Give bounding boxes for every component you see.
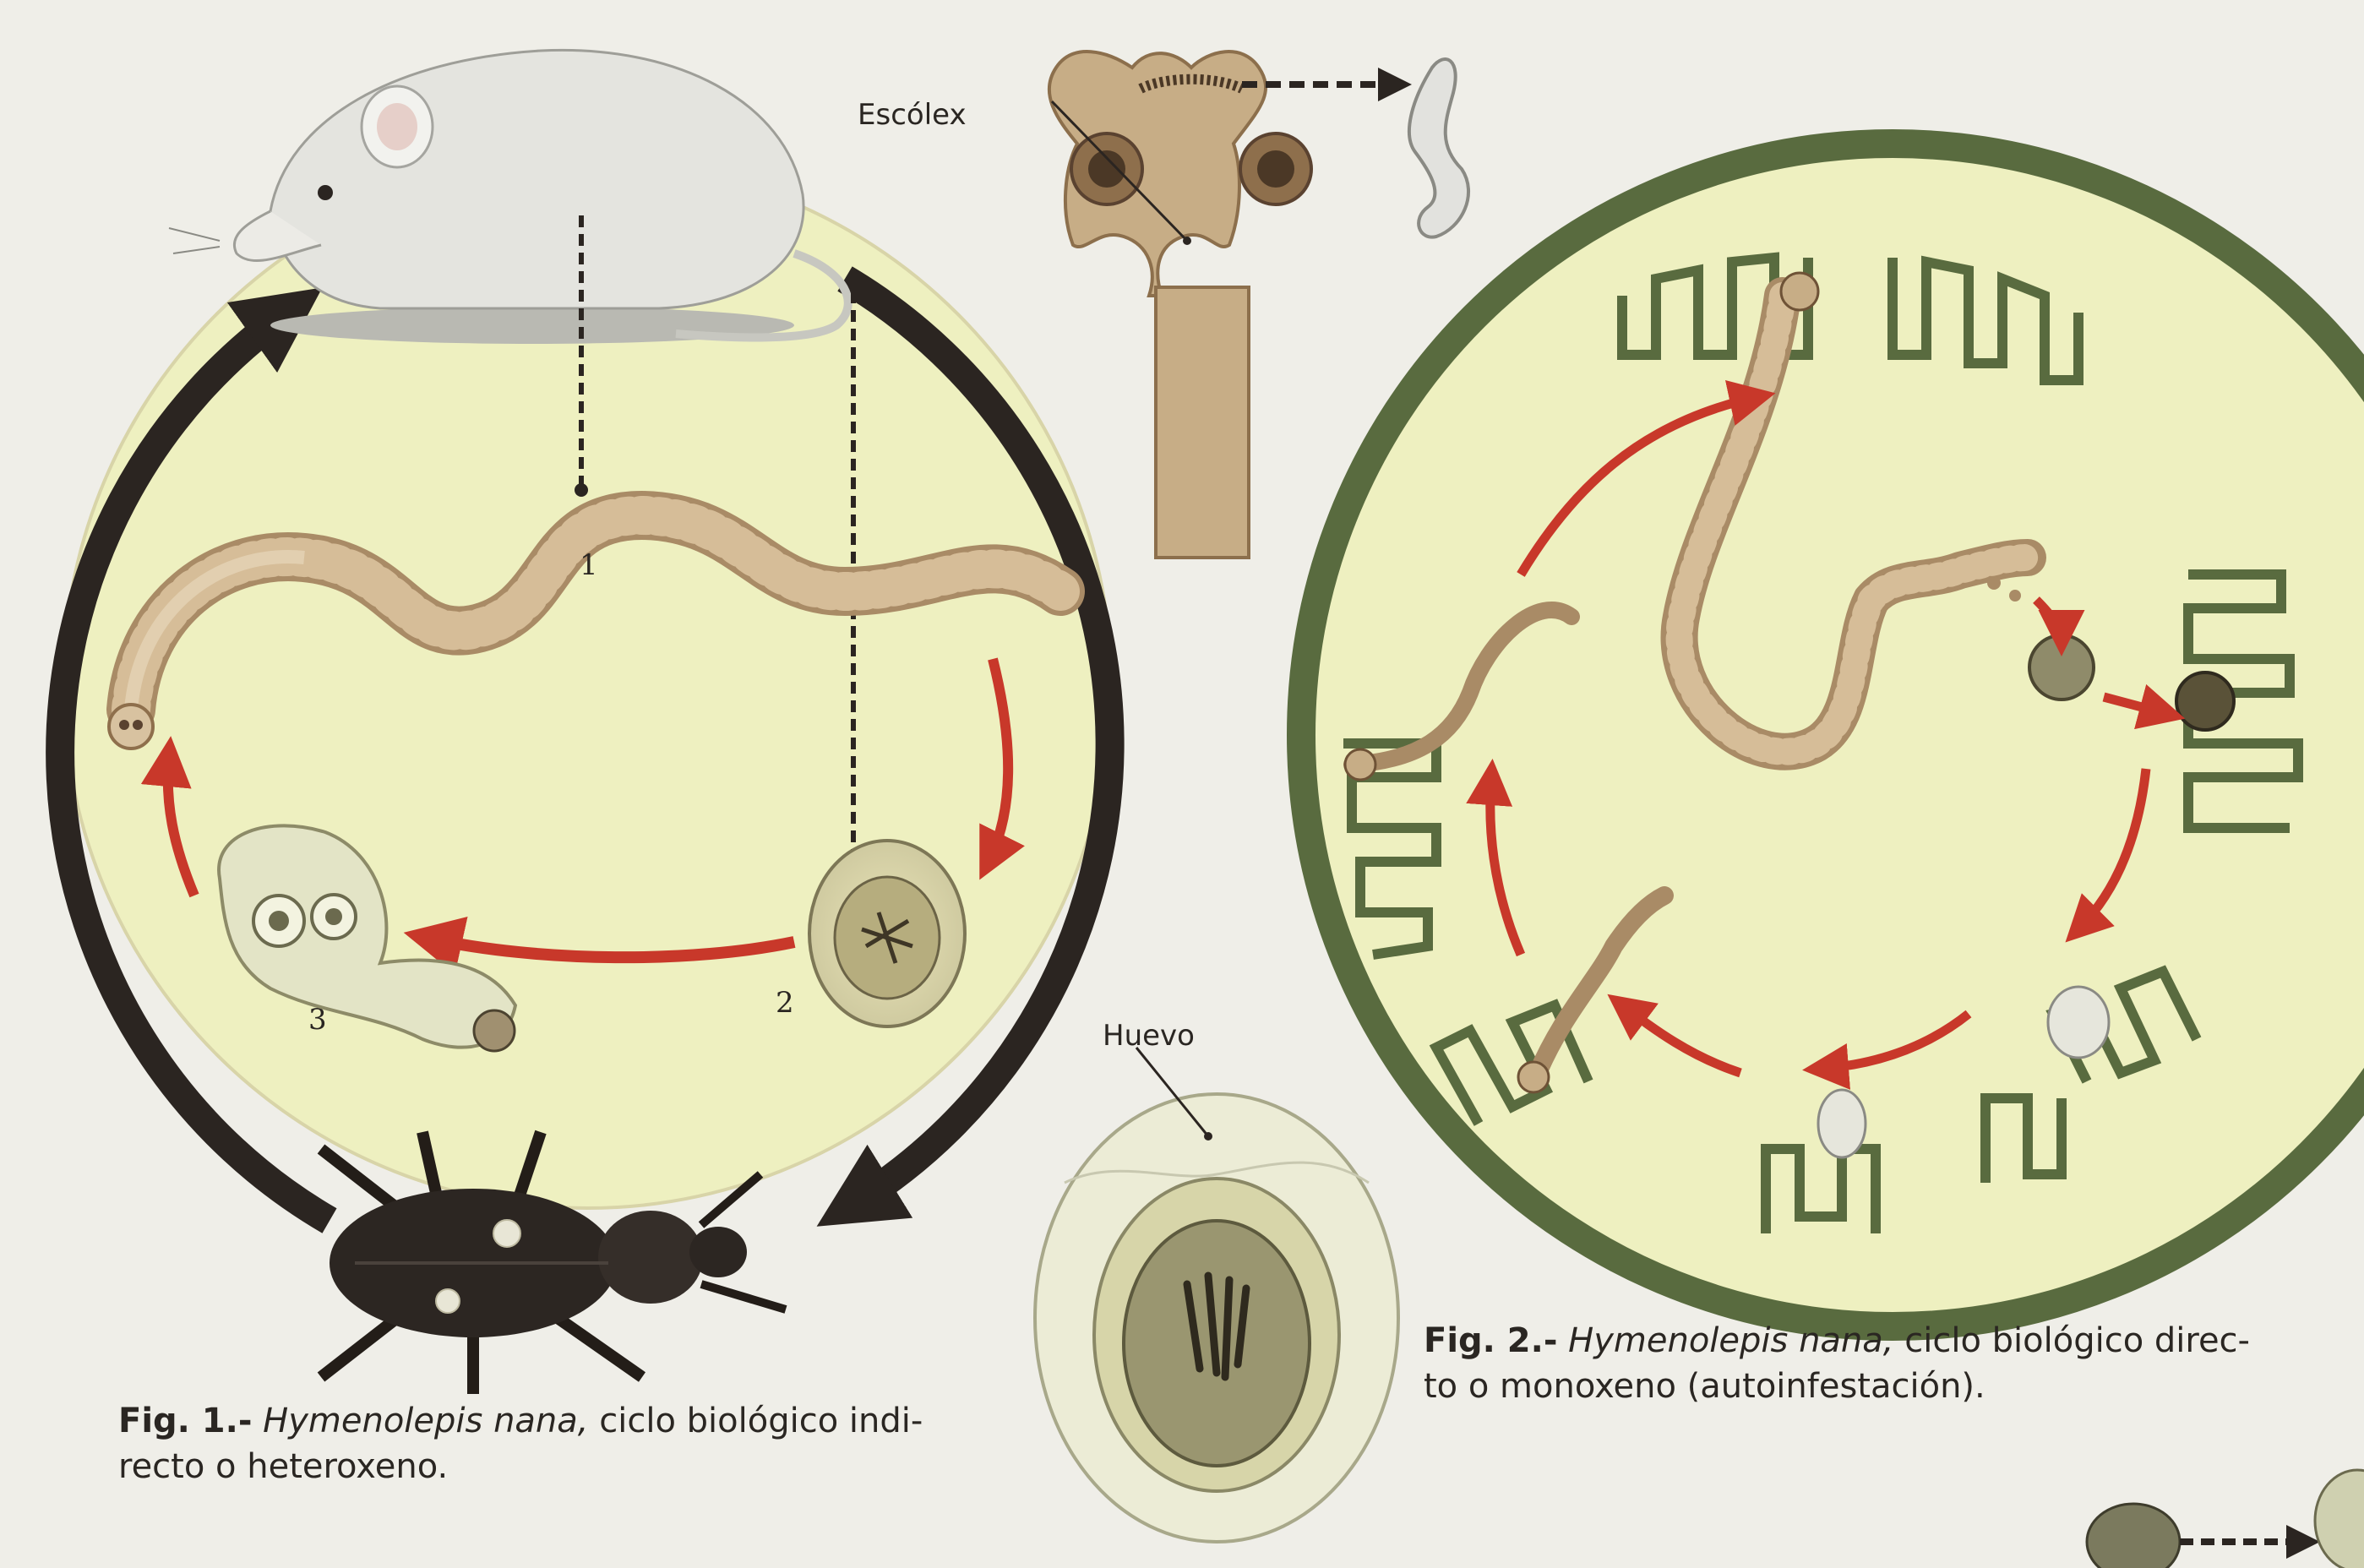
scolex-label: Escólex xyxy=(858,98,967,132)
figure2-caption-line2: to o monoxeno (autoinfestación). xyxy=(1424,1364,2353,1409)
figure1-diagram: 1 2 3 xyxy=(60,50,1111,1394)
figure2-caption-species: Hymenolepis nana, xyxy=(1568,1321,1893,1360)
figure2-caption: Fig. 2.- Hymenolepis nana, ciclo biológi… xyxy=(1424,1318,2353,1409)
figure1-caption-prefix: Fig. 1.- xyxy=(118,1402,252,1440)
figure1-caption: Fig. 1.- Hymenolepis nana, ciclo biológi… xyxy=(118,1398,1014,1489)
scolex-hook xyxy=(1409,59,1468,237)
figure2-diagram xyxy=(1301,144,2364,1326)
figure2-caption-prefix: Fig. 2.- xyxy=(1424,1321,1557,1360)
egg-label: Huevo xyxy=(1103,1019,1195,1053)
figure1-caption-line1: Fig. 1.- Hymenolepis nana, ciclo biológi… xyxy=(118,1398,1014,1444)
egg-stage-2 xyxy=(809,841,965,1026)
figure2-caption-text: ciclo biológico direc- xyxy=(1904,1321,2250,1360)
stage-label-2: 2 xyxy=(776,986,794,1020)
figure1-caption-text: ciclo biológico indi- xyxy=(599,1402,923,1440)
stage-label-1: 1 xyxy=(580,548,598,582)
egg-inset: Huevo xyxy=(1035,1019,1398,1542)
figure1-caption-line2: recto o heteroxeno. xyxy=(118,1444,1014,1489)
partial-scolex-bottom-right xyxy=(2087,1470,2364,1568)
figure2-caption-line1: Fig. 2.- Hymenolepis nana, ciclo biológi… xyxy=(1424,1318,2353,1364)
figure1-caption-species: Hymenolepis nana, xyxy=(263,1402,588,1440)
